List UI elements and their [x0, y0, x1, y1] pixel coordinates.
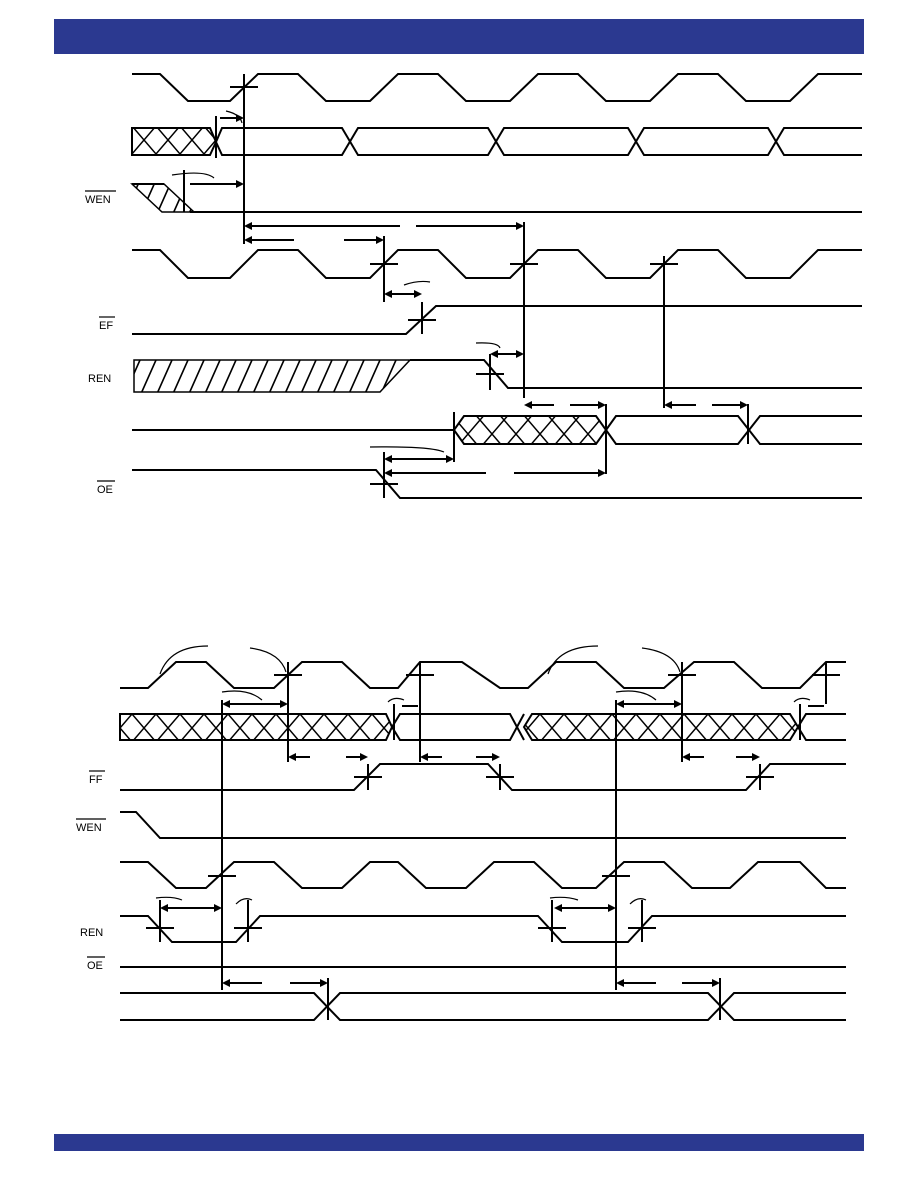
annotation-leaders	[171, 110, 501, 453]
label-ren-2: REN	[80, 927, 103, 939]
waveform-ef	[132, 305, 862, 335]
waveform-ff	[120, 763, 846, 791]
waveform-oe	[132, 469, 862, 499]
waveform-rclk-2	[120, 861, 846, 889]
diagram-2: FF WEN REN OE	[76, 645, 846, 1021]
diagram-1: WEN EF REN OE	[85, 73, 862, 499]
label-ef: EF	[99, 320, 113, 332]
waveform-rclk	[132, 249, 862, 279]
label-wen-2: WEN	[76, 822, 102, 834]
timing-arrows	[190, 114, 748, 477]
timing-markers-2	[146, 662, 840, 1020]
header-accent-bar	[54, 19, 864, 54]
annotation-leaders-2	[155, 645, 811, 905]
waveform-ren	[133, 359, 862, 393]
label-ren: REN	[88, 373, 111, 385]
waveform-q-out-2	[120, 992, 846, 1021]
label-ff: FF	[89, 774, 103, 786]
label-wen: WEN	[85, 194, 111, 206]
waveform-wen-2	[120, 811, 846, 839]
timing-arrows-2	[160, 700, 824, 987]
waveform-ren-2	[120, 915, 846, 943]
waveform-wclk-2	[120, 661, 846, 689]
label-oe-2: OE	[87, 960, 103, 972]
footer-accent-bar	[54, 1134, 864, 1151]
waveform-data-in	[131, 127, 862, 156]
waveform-wen	[130, 183, 862, 213]
waveform-data-in-2	[119, 713, 846, 741]
timing-markers	[183, 74, 749, 498]
label-oe: OE	[97, 484, 113, 496]
waveform-q-out	[132, 415, 862, 445]
